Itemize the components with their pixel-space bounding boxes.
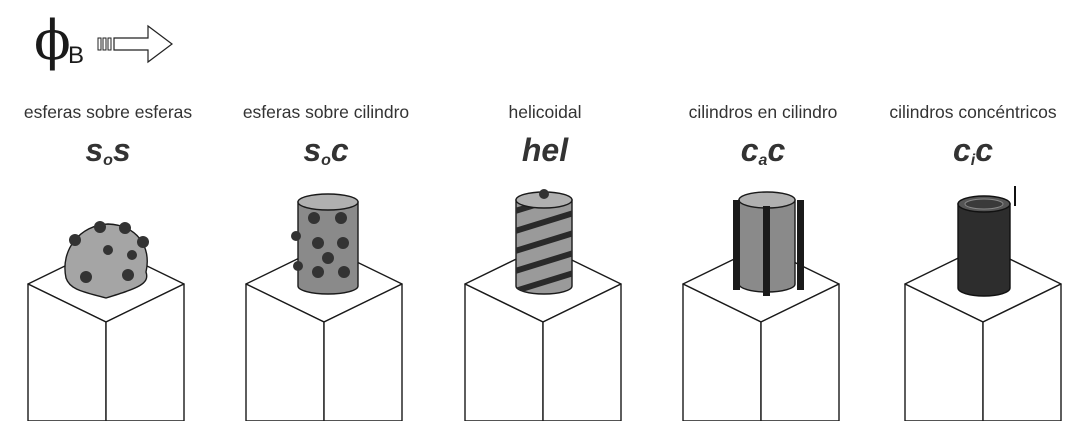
panel-title: cilindros concéntricos bbox=[889, 102, 1057, 122]
concentric-cylinders-icon bbox=[904, 186, 1062, 421]
panel-title: cilindros en cilindro bbox=[688, 102, 838, 122]
panel-concentric-cylinders: cilindros concéntricos cic bbox=[865, 0, 1081, 421]
panel-symbol: cac bbox=[740, 132, 786, 169]
panel-symbol: sos bbox=[85, 132, 131, 169]
panel-symbol: hel bbox=[521, 132, 569, 168]
spheres-on-sphere-icon bbox=[27, 221, 185, 421]
panel-cylinders-on-cylinder: cilindros en cilindro cac bbox=[655, 0, 871, 421]
panel-symbol: cic bbox=[952, 132, 994, 169]
spheres-on-cylinder-icon bbox=[245, 193, 403, 421]
panel-title: esferas sobre esferas bbox=[23, 102, 193, 122]
panel-spheres-on-cylinder: esferas sobre cilindro soc bbox=[218, 0, 434, 421]
panel-title: esferas sobre cilindro bbox=[242, 102, 410, 122]
panel-symbol: soc bbox=[303, 132, 349, 169]
panel-spheres-on-spheres: esferas sobre esferas sos bbox=[0, 0, 216, 421]
arrow-right-icon bbox=[97, 24, 173, 64]
cylinders-on-cylinder-icon bbox=[682, 191, 840, 421]
phi-symbol: ϕ bbox=[34, 9, 71, 72]
phi-subscript: B bbox=[68, 42, 85, 69]
helical-cylinder-icon bbox=[464, 189, 622, 421]
panel-title: helicoidal bbox=[508, 102, 582, 122]
panel-helical: helicoidal hel bbox=[437, 0, 653, 421]
